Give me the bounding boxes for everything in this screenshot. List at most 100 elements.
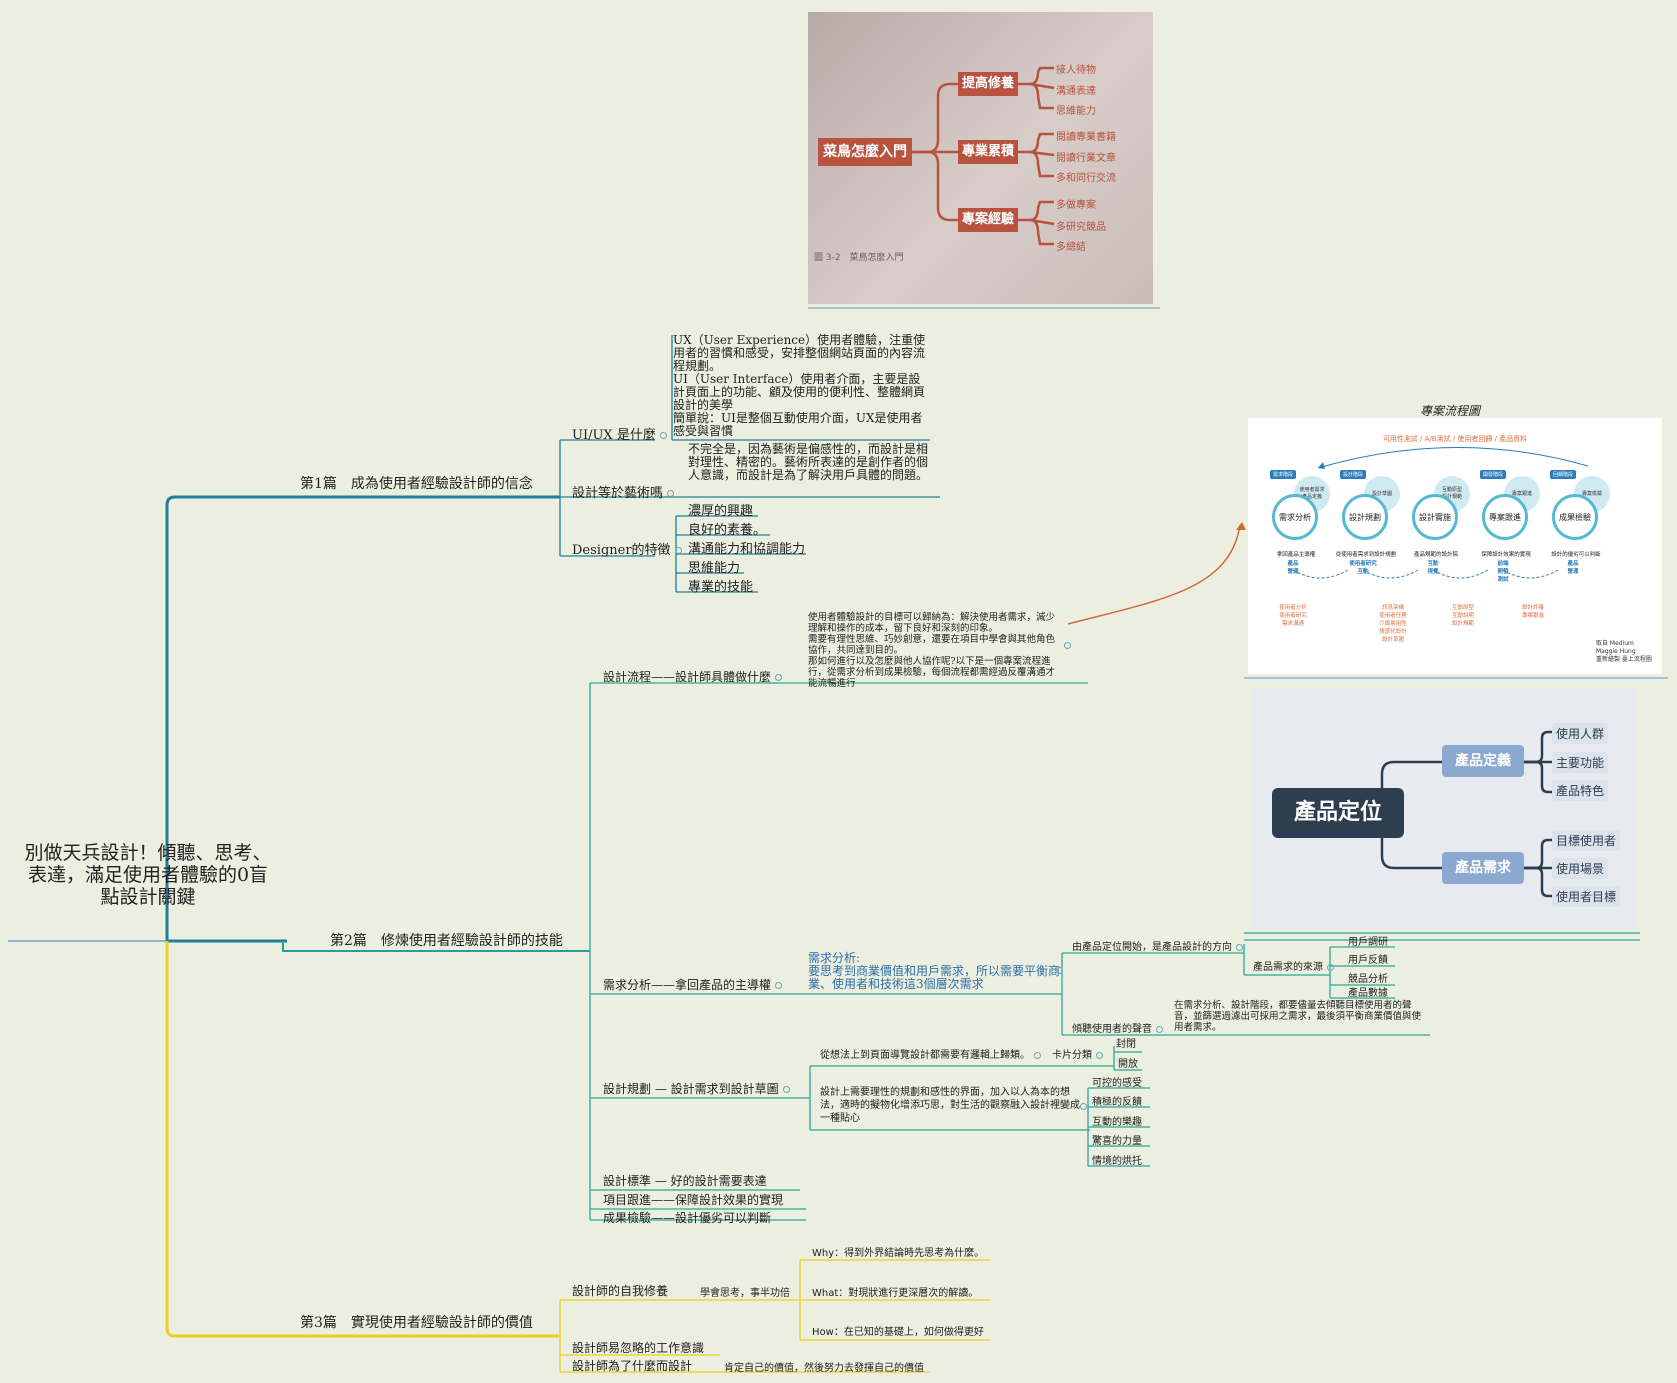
positioning-leaf: 目標使用者 xyxy=(1552,830,1621,851)
source-item[interactable]: 產品數據 xyxy=(1348,988,1388,999)
flow-stage-tag: 開發階段 xyxy=(1480,470,1507,479)
how-item[interactable]: How：在已知的基礎上，如何做得更好 xyxy=(812,1327,984,1338)
part3-title[interactable]: 第3篇 實現使用者經驗設計師的價值 xyxy=(300,1315,533,1331)
trait-item[interactable]: 溝通能力和協調能力 xyxy=(688,542,806,557)
flow-label: 設計流程——設計師具體做什麼 xyxy=(603,670,772,684)
flow-stage-roles: 使用者研究 互動 xyxy=(1349,561,1377,575)
photo-root-node: 菜鳥怎麼入門 xyxy=(818,138,912,166)
photo-leaf: 多和同行交流 xyxy=(1056,173,1116,184)
positioning-leaf: 使用者目標 xyxy=(1552,886,1621,907)
trait-item[interactable]: 良好的素養。 xyxy=(688,523,767,538)
source-label: 產品需求的來源 xyxy=(1253,962,1323,973)
flowchart-title: 專案流程圖 xyxy=(1420,404,1481,418)
positioning-leaf: 主要功能 xyxy=(1552,752,1609,773)
flow-stage-roles: 產品 營運 xyxy=(1287,561,1299,575)
collapse-dot[interactable] xyxy=(1156,1026,1163,1033)
positioning-branch-node: 產品需求 xyxy=(1442,852,1524,884)
emotion-item[interactable]: 情境的烘托 xyxy=(1092,1156,1142,1167)
trait-item[interactable]: 濃厚的興趣 xyxy=(688,504,754,519)
card-type[interactable]: 封閉 xyxy=(1116,1039,1136,1050)
check-topic[interactable]: 成果檢驗——設計優劣可以判斷 xyxy=(603,1211,772,1225)
collapse-dot[interactable] xyxy=(659,432,667,439)
emotion-item[interactable]: 驚喜的力量 xyxy=(1092,1136,1142,1147)
photo-group-node: 專業累積 xyxy=(958,140,1018,164)
position-topic[interactable]: 由產品定位開始，是產品設計的方向 xyxy=(1072,938,1243,953)
uiux-topic[interactable]: UI/UX 是什麼 xyxy=(572,424,667,443)
art-label: 設計等於藝術嗎 xyxy=(572,486,664,501)
collapse-dot[interactable] xyxy=(1056,967,1063,974)
listen-topic[interactable]: 傾聽使用者的聲音 xyxy=(1072,1020,1163,1035)
uiux-note: UX（User Experience）使用者體驗，注重使用者的習慣和感受，安排整… xyxy=(673,333,926,438)
photo-leaf: 接人待物 xyxy=(1056,65,1096,76)
collapse-dot[interactable] xyxy=(1236,944,1243,951)
photo-caption: 圖 3-2 菜鳥怎麼入門 xyxy=(814,253,904,263)
self-topic[interactable]: 設計師的自我修養 xyxy=(572,1284,669,1298)
collapse-dot[interactable] xyxy=(775,982,783,989)
trait-item[interactable]: 專業的技能 xyxy=(688,580,754,595)
collapse-dot[interactable] xyxy=(674,547,682,554)
emotion-item[interactable]: 積極的反饋 xyxy=(1092,1097,1142,1108)
root-topic[interactable]: 別做天兵設計！傾聽、思考、表達，滿足使用者體驗的0盲點設計關鍵 xyxy=(24,842,272,908)
part1-title[interactable]: 第1篇 成為使用者經驗設計師的信念 xyxy=(300,476,533,492)
art-topic[interactable]: 設計等於藝術嗎 xyxy=(572,482,675,501)
plan-topic[interactable]: 設計規劃 — 設計需求到設計草圖 xyxy=(603,1080,790,1097)
think-topic[interactable]: 學會思考，事半功倍 xyxy=(700,1288,790,1299)
flow-stage-tag: 設計階段 xyxy=(1340,470,1367,479)
card-type[interactable]: 開放 xyxy=(1118,1059,1138,1070)
flow-stage-circle: 設計規劃 xyxy=(1342,494,1388,540)
purpose-note[interactable]: 肯定自己的價值，然後努力去發揮自己的價值 xyxy=(724,1363,924,1374)
needs-note: 需求分析: 要思考到商業價值和用戶需求，所以需要平衡商業、使用者和技術這3個層次… xyxy=(808,951,1061,991)
collapse-dot[interactable] xyxy=(1327,964,1334,971)
flow-top-label: 可用性測試 / A/B測試 / 使用者回饋 / 產品資料 xyxy=(1382,435,1528,443)
flow-topic[interactable]: 設計流程——設計師具體做什麼 xyxy=(603,668,783,685)
why-item[interactable]: Why：得到外界結論時先思考為什麼。 xyxy=(812,1248,985,1259)
flow-stage: 專案跟進開發階段專案跟進保障設計效果的實現前端 開發 測試設計評審 專案跟進 xyxy=(1478,470,1544,666)
source-item[interactable]: 用戶反饋 xyxy=(1348,955,1388,966)
collapse-dot[interactable] xyxy=(1034,1051,1041,1059)
flow-stage-roles: 互動 視覺 xyxy=(1427,561,1439,575)
photo-leaf: 思維能力 xyxy=(1056,106,1096,117)
flow-stage-tag: 需求階段 xyxy=(1270,470,1297,479)
collapse-dot[interactable] xyxy=(775,674,783,681)
photo-mindmap-image[interactable]: 菜鳥怎麼入門 提高修養 專業累積 專案經驗 接人待物 溝通表達 思維能力 閱讀專… xyxy=(808,12,1153,304)
source-item[interactable]: 競品分析 xyxy=(1348,974,1388,985)
source-topic[interactable]: 產品需求的來源 xyxy=(1253,958,1334,973)
purpose-topic[interactable]: 設計師為了什麼而設計 xyxy=(572,1359,693,1373)
what-item[interactable]: What：對現狀進行更深層次的解讀。 xyxy=(812,1288,979,1299)
flow-stage-circle: 設計實施 xyxy=(1412,494,1458,540)
ignore-topic[interactable]: 設計師易忽略的工作意識 xyxy=(572,1341,705,1355)
follow-topic[interactable]: 項目跟進——保障設計效果的實現 xyxy=(603,1193,784,1207)
emotion-item[interactable]: 可控的感受 xyxy=(1092,1078,1142,1089)
trait-item[interactable]: 思維能力 xyxy=(688,561,741,576)
flowchart-image[interactable]: 可用性測試 / A/B測試 / 使用者回饋 / 產品資料 使用者需求 產品定義需… xyxy=(1248,418,1662,674)
positioning-connectors xyxy=(1380,730,1556,898)
card-topic[interactable]: 卡片分類 xyxy=(1052,1046,1103,1061)
flow-credit: 取自 Medium Maggie Hung 重新繪製 臺上流程圖 xyxy=(1596,640,1652,663)
collapse-dot[interactable] xyxy=(1096,1051,1103,1059)
collapse-dot[interactable] xyxy=(1064,642,1071,649)
flow-stage-circle: 需求分析 xyxy=(1272,494,1318,540)
positioning-leaf: 產品特色 xyxy=(1552,780,1609,801)
collapse-dot[interactable] xyxy=(782,1086,790,1093)
photo-leaf: 閱讀行業文章 xyxy=(1056,153,1116,164)
flow-stage-desc: 產品規範的設計稿 xyxy=(1413,552,1458,558)
flow-stage-desc: 從使用者需求到設計規劃 xyxy=(1335,552,1397,558)
emotion-item[interactable]: 互動的樂趣 xyxy=(1092,1117,1142,1128)
card-label: 卡片分類 xyxy=(1052,1050,1092,1061)
flow-stage-desc: 設計的優劣可以判斷 xyxy=(1551,552,1601,558)
designer-topic[interactable]: Designer的特徵 xyxy=(572,539,682,558)
flow-stage-tasks: 使用者分析 使用者研究 需求溝通 xyxy=(1279,605,1307,627)
source-item[interactable]: 用戶調研 xyxy=(1348,937,1388,948)
flow-stage-tag: 回饋階段 xyxy=(1550,470,1577,479)
collapse-dot[interactable] xyxy=(667,490,675,497)
flow-stage: 使用者需求 產品定義需求階段需求分析拿回產品主導權產品 營運使用者分析 使用者研… xyxy=(1268,470,1330,666)
flow-stage-roles: 前端 開發 測試 xyxy=(1497,561,1509,583)
positioning-image[interactable]: 產品定位 產品定義 產品需求 使用人群 主要功能 產品特色 目標使用者 使用場景… xyxy=(1252,688,1637,930)
needs-topic[interactable]: 需求分析——拿回產品的主導權 xyxy=(603,976,783,993)
flow-stage-desc: 拿回產品主導權 xyxy=(1276,552,1316,558)
standard-topic[interactable]: 設計標準 — 好的設計需要表達 xyxy=(603,1174,767,1188)
positioning-root-node: 產品定位 xyxy=(1272,788,1404,838)
plan-label: 設計規劃 — 設計需求到設計草圖 xyxy=(603,1082,779,1096)
collapse-dot[interactable] xyxy=(1080,1103,1087,1110)
part2-title[interactable]: 第2篇 修煉使用者經驗設計師的技能 xyxy=(330,933,563,949)
